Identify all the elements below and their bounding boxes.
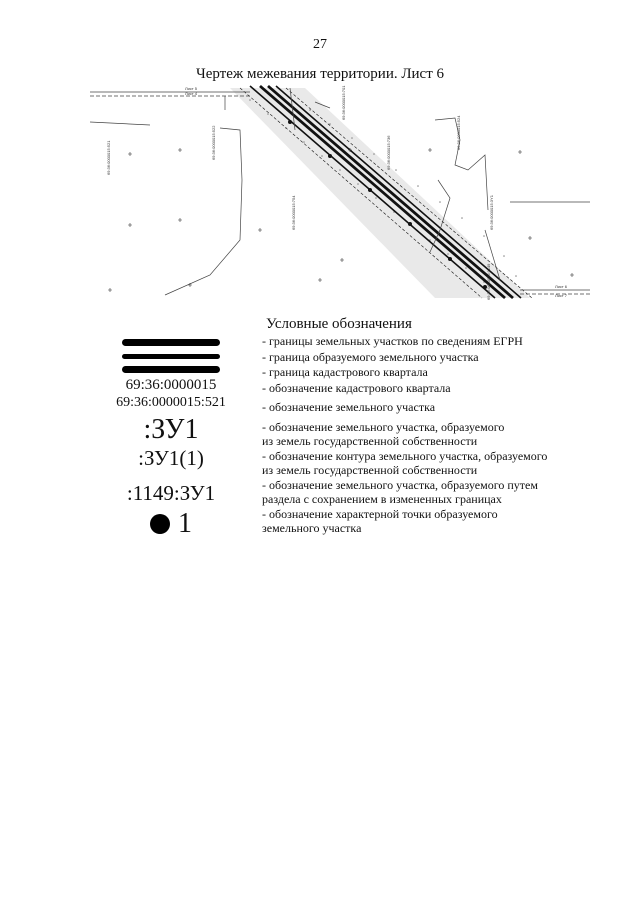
cadastral-quarter-boundary-symbol — [122, 366, 220, 373]
map-cadastral-label: 69:36:0000015:3Y1 — [489, 194, 494, 230]
map-cadastral-label: 69:36:0000015:754 — [291, 195, 296, 230]
legend-item: - обозначение земельного участка, образу… — [262, 477, 538, 492]
map-sheet-label: Лист 6 — [555, 284, 568, 289]
characteristic-point-symbol: 1 — [96, 509, 246, 539]
legend-item: раздела с сохранением в измененных грани… — [262, 492, 502, 506]
legend-item: из земель государственной собственности — [262, 463, 478, 477]
land-plot-symbol: 69:36:0000015:521 — [116, 395, 226, 410]
map-cadastral-label: 69:36:0000015:1149 — [486, 263, 491, 300]
division-plot-symbol: :1149:ЗУ1 — [126, 481, 216, 505]
legend-item: - обозначение земельного участка — [262, 400, 436, 414]
page-number: 27 — [313, 37, 327, 52]
legend-item: - граница кадастрового квартала — [262, 365, 428, 379]
formed-plot-boundary-symbol — [122, 354, 220, 359]
state-land-plot-symbol: :ЗУ1 — [143, 414, 199, 445]
egrn-boundary-symbol — [122, 339, 220, 346]
legend-item: - границы земельных участков по сведения… — [262, 334, 523, 348]
legend-title: Условные обозначения — [266, 316, 412, 332]
legend-item: земельного участка — [262, 521, 362, 535]
legend-item: из земель государственной собственности — [262, 434, 478, 448]
legend-symbols: 69:36:0000015 69:36:0000015:521 :ЗУ1 :ЗУ… — [96, 334, 246, 539]
legend-item: - обозначение кадастрового квартала — [262, 380, 451, 395]
legend-item: - обозначение контура земельного участка… — [262, 448, 548, 463]
drawing-title: Чертеж межевания территории. Лист 6 — [195, 66, 445, 82]
map-grid-crosses — [108, 148, 574, 292]
map-cadastral-label: 69:36:0000015:524 — [456, 115, 461, 150]
cadastral-quarter-symbol: 69:36:0000015 — [125, 377, 217, 393]
legend-item: - обозначение земельного участка, образу… — [262, 419, 505, 434]
plot-contour-symbol: :ЗУ1(1) — [138, 446, 204, 470]
point-number: 1 — [178, 508, 192, 539]
point-dot-icon — [150, 513, 170, 534]
legend-descriptions: - границы земельных участков по сведения… — [262, 334, 592, 536]
map-sheet-label: Лист 4 — [185, 91, 198, 96]
legend-item: - обозначение характерной точки образуем… — [262, 506, 498, 521]
legend-item: - граница образуемого земельного участка — [262, 349, 479, 364]
map-cadastral-label: 69:36:0000015:522 — [211, 125, 216, 160]
map-sheet-label: Лист 5 — [185, 86, 198, 91]
map-cadastral-label: 69:36:0000015:521 — [106, 140, 111, 175]
map-parcel-boundaries — [90, 87, 590, 296]
map-cadastral-label: 69:36:0000015:701 — [341, 85, 346, 120]
map-cadastral-label: 69:36:0000015:736 — [386, 135, 391, 170]
map-stipple-band — [230, 88, 530, 298]
map-sheet-label: Лист 7 — [555, 293, 568, 298]
survey-map: Лист 5 Лист 4 Лист 6 Лист 7 69:36:000001… — [90, 85, 590, 300]
map-corridor-points — [288, 120, 487, 289]
